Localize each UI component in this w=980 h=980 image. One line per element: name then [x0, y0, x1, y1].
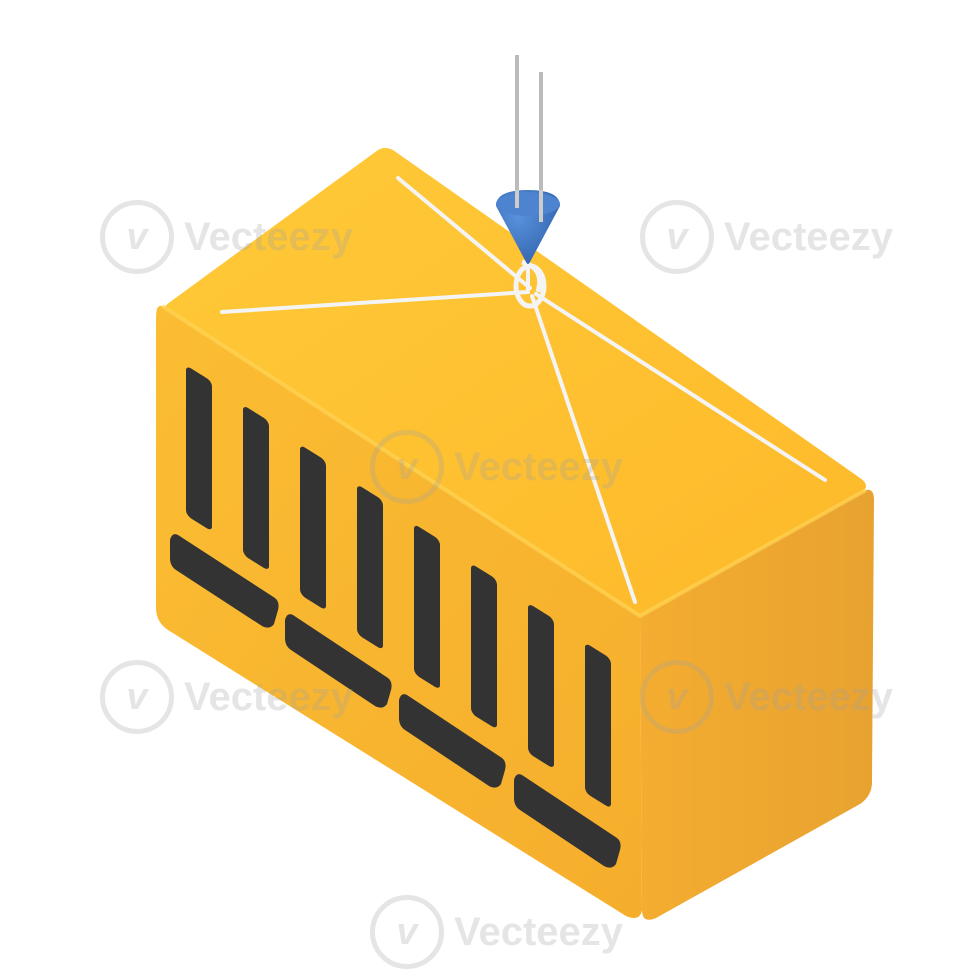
crane-hook-icon: [496, 190, 560, 264]
hook-ring: [513, 259, 547, 309]
container-end-face: [640, 489, 874, 920]
container-bottom-slots: [170, 534, 621, 868]
container-body: [156, 148, 874, 920]
container-top-face: [164, 148, 866, 616]
container-vertical-slots: [186, 367, 611, 807]
container-long-side: [156, 305, 642, 918]
